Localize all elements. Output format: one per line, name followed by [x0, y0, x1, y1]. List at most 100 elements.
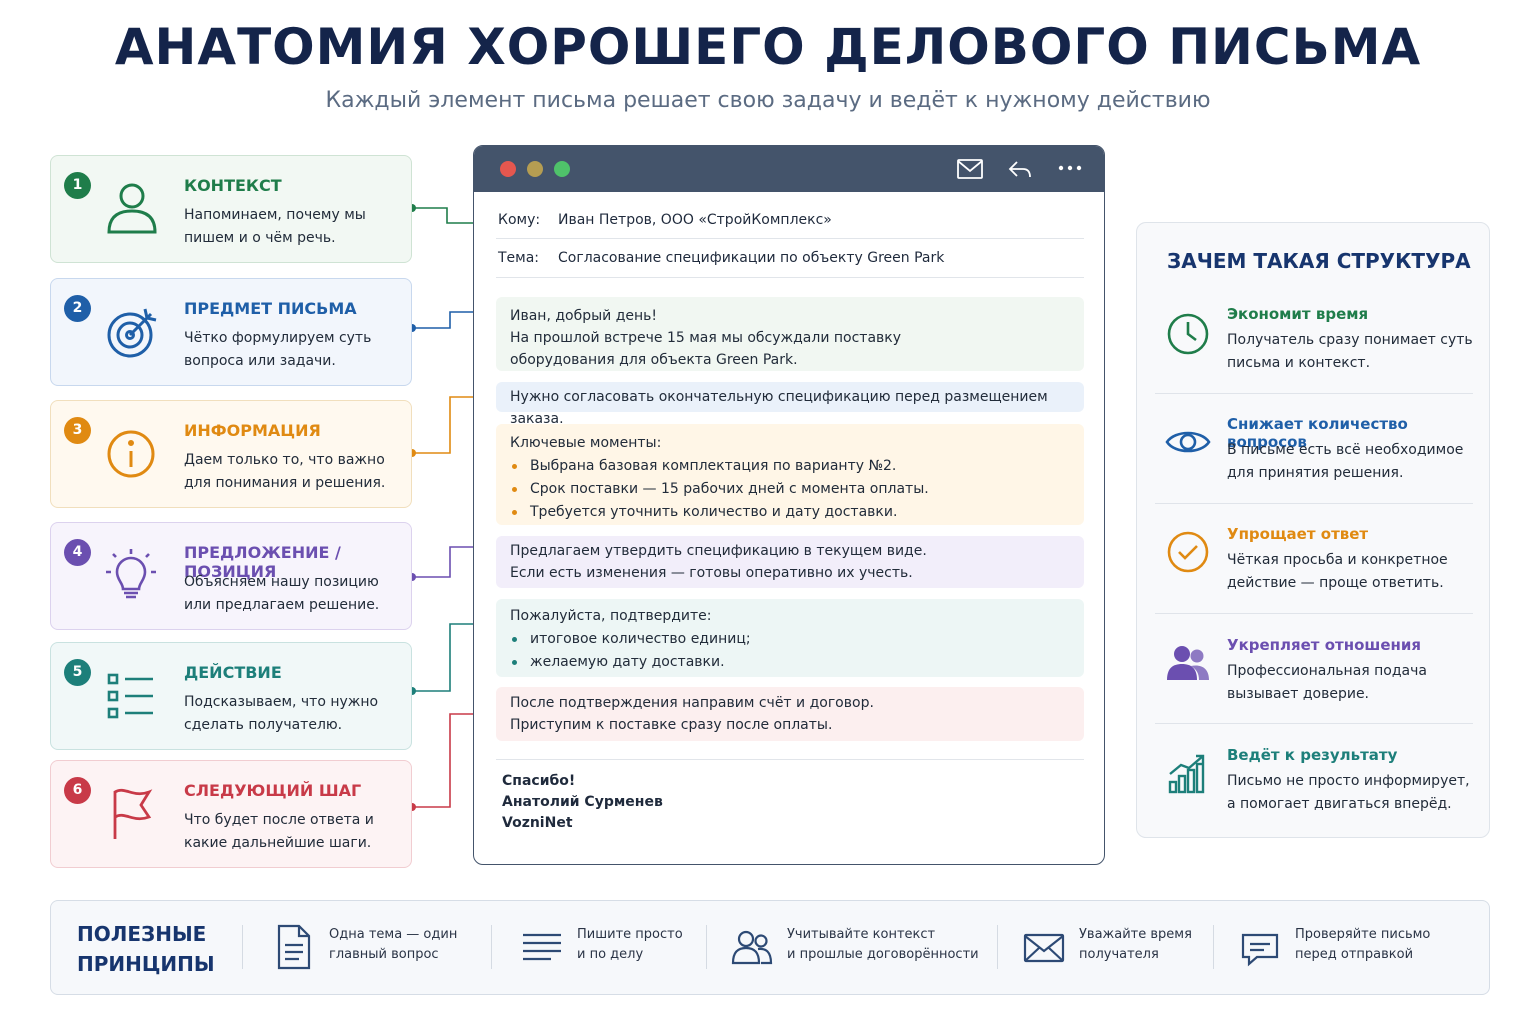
- clock-icon: [1167, 313, 1209, 355]
- card-next-step: 6 СЛЕДУЮЩИЙ ШАГ Что будет после ответа и…: [50, 760, 412, 868]
- more-options-icon[interactable]: [1058, 164, 1082, 172]
- divider: [997, 925, 998, 969]
- benefit-description: В письме есть всё необходимое для принят…: [1227, 442, 1464, 481]
- card-number: 1: [64, 172, 91, 199]
- benefit-title: Ведёт к результату: [1227, 746, 1398, 764]
- next-step-block: После подтверждения направим счёт и дого…: [496, 687, 1084, 741]
- connector-2: [412, 311, 486, 329]
- to-field: Кому: Иван Петров, ООО «СтройКомплекс»: [498, 212, 832, 228]
- info-title: Ключевые моменты:: [510, 435, 662, 451]
- card-proposal: 4 ПРЕДЛОЖЕНИЕ / ПОЗИЦИЯ Объясняем нашу п…: [50, 522, 412, 630]
- connector-3: [412, 396, 486, 454]
- card-description: Объясняем нашу позицию или предлагаем ре…: [184, 574, 380, 613]
- proposal-line: Предлагаем утвердить спецификацию в теку…: [510, 543, 927, 559]
- subject-value[interactable]: Согласование спецификации по объекту Gre…: [558, 250, 945, 266]
- envelope-icon[interactable]: [956, 158, 984, 180]
- benefit-item: Укрепляет отношения Профессиональная под…: [1137, 636, 1491, 746]
- info-list: Выбрана базовая комплектация по варианту…: [510, 455, 1070, 523]
- principles-title: ПОЛЕЗНЫЕ ПРИНЦИПЫ: [77, 922, 215, 976]
- signature-company: VozniNet: [502, 815, 573, 831]
- signature-name: Анатолий Сурменев: [502, 794, 663, 810]
- people-icon: [1167, 646, 1209, 680]
- divider: [706, 925, 707, 969]
- card-description: Напоминаем, почему мы пишем и о чём речь…: [184, 207, 366, 246]
- principle-text: Учитывайте контекст и прошлые договорённ…: [787, 927, 979, 962]
- chat-icon: [1241, 933, 1279, 967]
- benefit-description: Письмо не просто информирует, а помогает…: [1227, 773, 1470, 812]
- card-title: ИНФОРМАЦИЯ: [184, 421, 321, 440]
- person-icon: [107, 183, 157, 234]
- growth-chart-icon: [1168, 754, 1205, 794]
- card-title: ПРЕДЛОЖЕНИЕ / ПОЗИЦИЯ: [184, 543, 341, 581]
- action-title: Пожалуйста, подтвердите:: [510, 608, 712, 624]
- benefit-item: Экономит время Получатель сразу понимает…: [1137, 305, 1491, 415]
- connector-4: [412, 546, 486, 578]
- lightbulb-icon: [106, 549, 156, 599]
- subject-block: Нужно согласовать окончательную специфик…: [496, 382, 1084, 427]
- panel-title: ЗАЧЕМ ТАКАЯ СТРУКТУРА: [1167, 249, 1471, 273]
- divider: [1155, 503, 1473, 504]
- divider: [1155, 393, 1473, 394]
- subject-block-text: Нужно согласовать окончательную специфик…: [510, 389, 1048, 427]
- signature-thanks: Спасибо!: [502, 773, 576, 789]
- benefit-title: Укрепляет отношения: [1227, 636, 1422, 654]
- benefit-title: Экономит время: [1227, 305, 1369, 323]
- text-lines-icon: [523, 933, 561, 961]
- maximize-window-button[interactable]: [554, 161, 570, 177]
- list-item: Срок поставки — 15 рабочих дней с момент…: [510, 478, 1070, 500]
- list-item: итоговое количество единиц;: [510, 628, 1070, 650]
- card-title: ПРЕДМЕТ ПИСЬМА: [184, 299, 357, 318]
- target-icon: [107, 308, 157, 358]
- benefit-description: Чёткая просьба и конкретное действие — п…: [1227, 552, 1448, 591]
- card-number: 3: [64, 417, 91, 444]
- list-item: желаемую дату доставки.: [510, 651, 1070, 673]
- card-number: 5: [64, 659, 91, 686]
- card-title: СЛЕДУЮЩИЙ ШАГ: [184, 781, 362, 800]
- card-number: 4: [64, 539, 91, 566]
- divider: [496, 238, 1084, 239]
- close-window-button[interactable]: [500, 161, 516, 177]
- benefit-description: Получатель сразу понимает суть письма и …: [1227, 332, 1473, 371]
- to-label: Кому:: [498, 212, 541, 228]
- card-context: 1 КОНТЕКСТ Напоминаем, почему мы пишем и…: [50, 155, 412, 263]
- window-titlebar: [474, 146, 1104, 192]
- document-icon: [277, 924, 311, 970]
- subject-field: Тема: Согласование спецификации по объек…: [498, 250, 944, 266]
- list-item: Выбрана базовая комплектация по варианту…: [510, 455, 1070, 477]
- minimize-window-button[interactable]: [527, 161, 543, 177]
- divider: [496, 759, 1084, 760]
- card-information: 3 ИНФОРМАЦИЯ Даем только то, что важно д…: [50, 400, 412, 508]
- card-description: Чётко формулируем суть вопроса или задач…: [184, 330, 372, 369]
- principle-text: Уважайте время получателя: [1079, 927, 1192, 962]
- list-item: Требуется уточнить количество и дату дос…: [510, 501, 1070, 523]
- page-title: АНАТОМИЯ ХОРОШЕГО ДЕЛОВОГО ПИСЬМА: [114, 18, 1422, 76]
- reply-icon[interactable]: [1007, 158, 1033, 180]
- greeting-text: Иван, добрый день!: [510, 308, 658, 324]
- card-subject: 2 ПРЕДМЕТ ПИСЬМА Чётко формулируем суть …: [50, 278, 412, 386]
- information-block: Ключевые моменты: Выбрана базовая компле…: [496, 424, 1084, 525]
- signature: Спасибо! Анатолий Сурменев VozniNet: [502, 771, 663, 834]
- principles-strip: ПОЛЕЗНЫЕ ПРИНЦИПЫ Одна тема — один главн…: [50, 900, 1490, 995]
- benefit-title: Снижает количество вопросов: [1227, 415, 1408, 451]
- benefit-item: Упрощает ответ Чёткая просьба и конкретн…: [1137, 525, 1491, 635]
- info-icon: [107, 430, 155, 478]
- subject-label: Тема:: [498, 250, 540, 266]
- connector-5: [412, 623, 486, 692]
- context-text: На прошлой встрече 15 мая мы обсуждали п…: [510, 330, 902, 368]
- flag-icon: [113, 788, 153, 839]
- why-structure-panel: ЗАЧЕМ ТАКАЯ СТРУКТУРА Экономит время Пол…: [1136, 222, 1490, 838]
- check-circle-icon: [1167, 531, 1209, 573]
- card-title: КОНТЕКСТ: [184, 176, 282, 195]
- email-window: Кому: Иван Петров, ООО «СтройКомплекс» Т…: [473, 145, 1105, 865]
- benefit-item: Ведёт к результату Письмо не просто инфо…: [1137, 746, 1491, 856]
- divider: [1155, 723, 1473, 724]
- principle-text: Одна тема — один главный вопрос: [329, 927, 458, 962]
- card-title: ДЕЙСТВИЕ: [184, 663, 282, 682]
- connector-6: [412, 713, 486, 808]
- checklist-icon: [107, 673, 153, 719]
- to-value[interactable]: Иван Петров, ООО «СтройКомплекс»: [558, 212, 832, 228]
- divider: [1155, 613, 1473, 614]
- principle-text: Пишите просто и по делу: [577, 927, 683, 962]
- card-description: Даем только то, что важно для понимания …: [184, 452, 386, 491]
- proposal-line: Если есть изменения — готовы оперативно …: [510, 565, 913, 581]
